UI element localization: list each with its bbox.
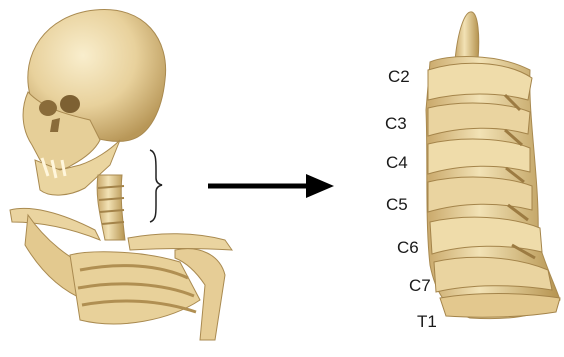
skeleton-neck — [97, 175, 125, 240]
label-c2: C2 — [388, 68, 410, 85]
arrow — [208, 174, 334, 198]
dens — [455, 12, 479, 60]
cervical-spine-illustration — [426, 12, 560, 319]
label-c3: C3 — [385, 115, 407, 132]
cervical-bracket — [150, 150, 162, 222]
clavicle-left — [10, 208, 100, 240]
label-t1: T1 — [417, 313, 437, 330]
label-c4: C4 — [386, 154, 408, 171]
ribcage — [70, 252, 200, 324]
vertebra-t1 — [440, 294, 560, 318]
eye-socket-left — [39, 100, 57, 116]
clavicle-right — [128, 234, 232, 250]
label-c7: C7 — [409, 277, 431, 294]
label-c6: C6 — [397, 239, 419, 256]
eye-socket-right — [60, 95, 80, 113]
label-c5: C5 — [386, 196, 408, 213]
skeleton-illustration — [10, 10, 232, 340]
